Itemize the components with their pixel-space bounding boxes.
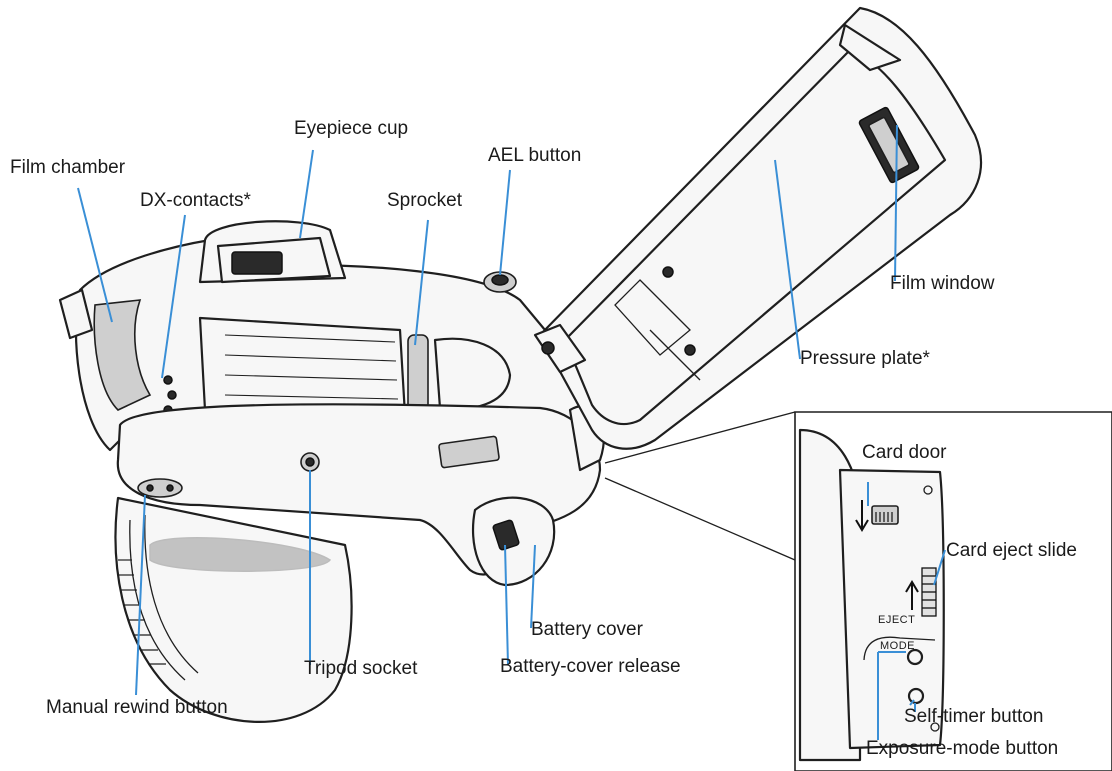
bottom-plate — [116, 403, 605, 587]
label-card-eject-slide: Card eject slide — [946, 540, 1077, 561]
label-sprocket: Sprocket — [387, 190, 462, 211]
label-film-window: Film window — [890, 273, 995, 294]
inset-frame — [604, 411, 1112, 771]
label-battery-cover-release: Battery-cover release — [500, 656, 681, 677]
leader-lines — [77, 124, 946, 740]
label-ael-button: AEL button — [488, 145, 582, 166]
label-film-chamber: Film chamber — [10, 157, 126, 178]
mode-marking: MODE — [880, 640, 915, 652]
label-battery-cover: Battery cover — [531, 619, 643, 640]
label-eyepiece-cup: Eyepiece cup — [294, 118, 409, 139]
label-tripod-socket: Tripod socket — [304, 658, 418, 679]
label-dx-contacts: DX-contacts* — [140, 190, 251, 211]
lens-barrel — [114, 496, 353, 723]
label-self-timer-button: Self-timer button — [904, 706, 1044, 727]
back-door — [533, 6, 983, 450]
eject-marking: EJECT — [878, 614, 916, 626]
label-card-door: Card door — [862, 442, 947, 463]
label-exposure-mode-button: Exposure-mode button — [866, 738, 1059, 759]
camera-body — [58, 220, 592, 452]
label-manual-rewind-button: Manual rewind button — [46, 697, 228, 718]
label-pressure-plate: Pressure plate* — [800, 348, 930, 369]
